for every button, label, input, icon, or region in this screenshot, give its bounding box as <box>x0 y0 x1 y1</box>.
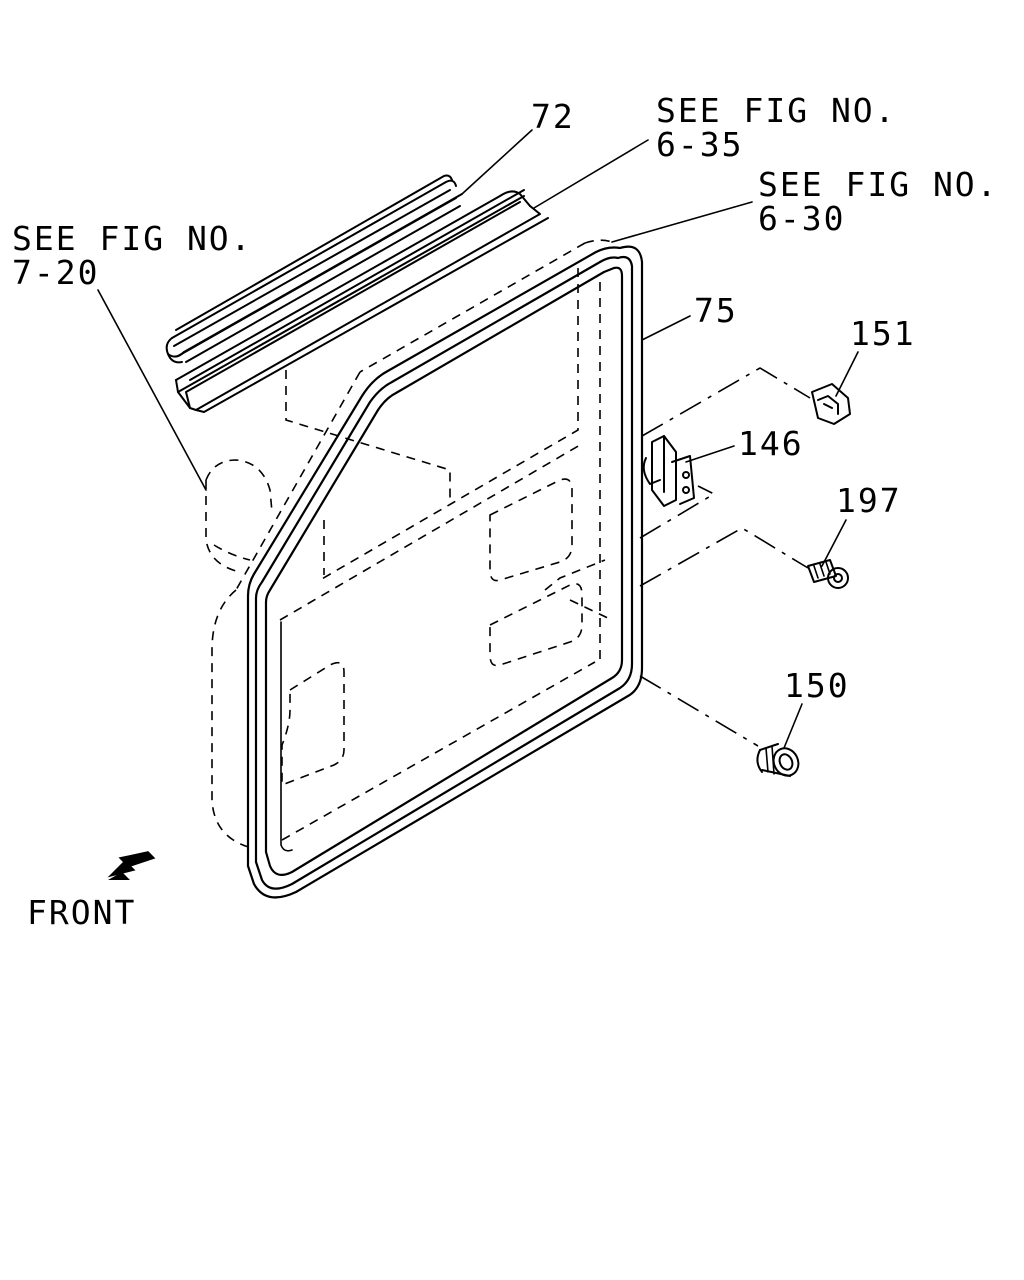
label-ref-7-20-line1: SEE FIG NO. <box>12 219 253 258</box>
bolt-197 <box>807 559 849 589</box>
leader-lines <box>97 129 859 749</box>
mirror-assembly <box>205 459 273 573</box>
window-run-72 <box>165 174 463 364</box>
label-part-146: 146 <box>738 424 804 463</box>
label-part-151: 151 <box>850 314 916 353</box>
label-front: FRONT <box>27 893 136 932</box>
label-ref-6-30-line1: SEE FIG NO. <box>758 165 999 204</box>
label-ref-6-35-line1: SEE FIG NO. <box>656 91 897 130</box>
label-part-72: 72 <box>531 97 575 136</box>
plug-150 <box>756 743 800 777</box>
door-weatherstrip-75 <box>246 245 644 899</box>
assembly-lines <box>639 367 811 747</box>
label-ref-6-35-line2: 6-35 <box>656 125 743 164</box>
clip-151 <box>811 383 851 425</box>
front-arrow <box>107 851 156 880</box>
label-part-150: 150 <box>784 666 850 705</box>
label-ref-6-30-line2: 6-30 <box>758 199 845 238</box>
label-ref-7-20-line2: 7-20 <box>12 253 99 292</box>
label-part-197: 197 <box>836 481 902 520</box>
label-part-75: 75 <box>694 291 738 330</box>
door-panel <box>211 239 613 849</box>
glass-channel <box>175 189 549 413</box>
hinge-146 <box>642 435 695 507</box>
